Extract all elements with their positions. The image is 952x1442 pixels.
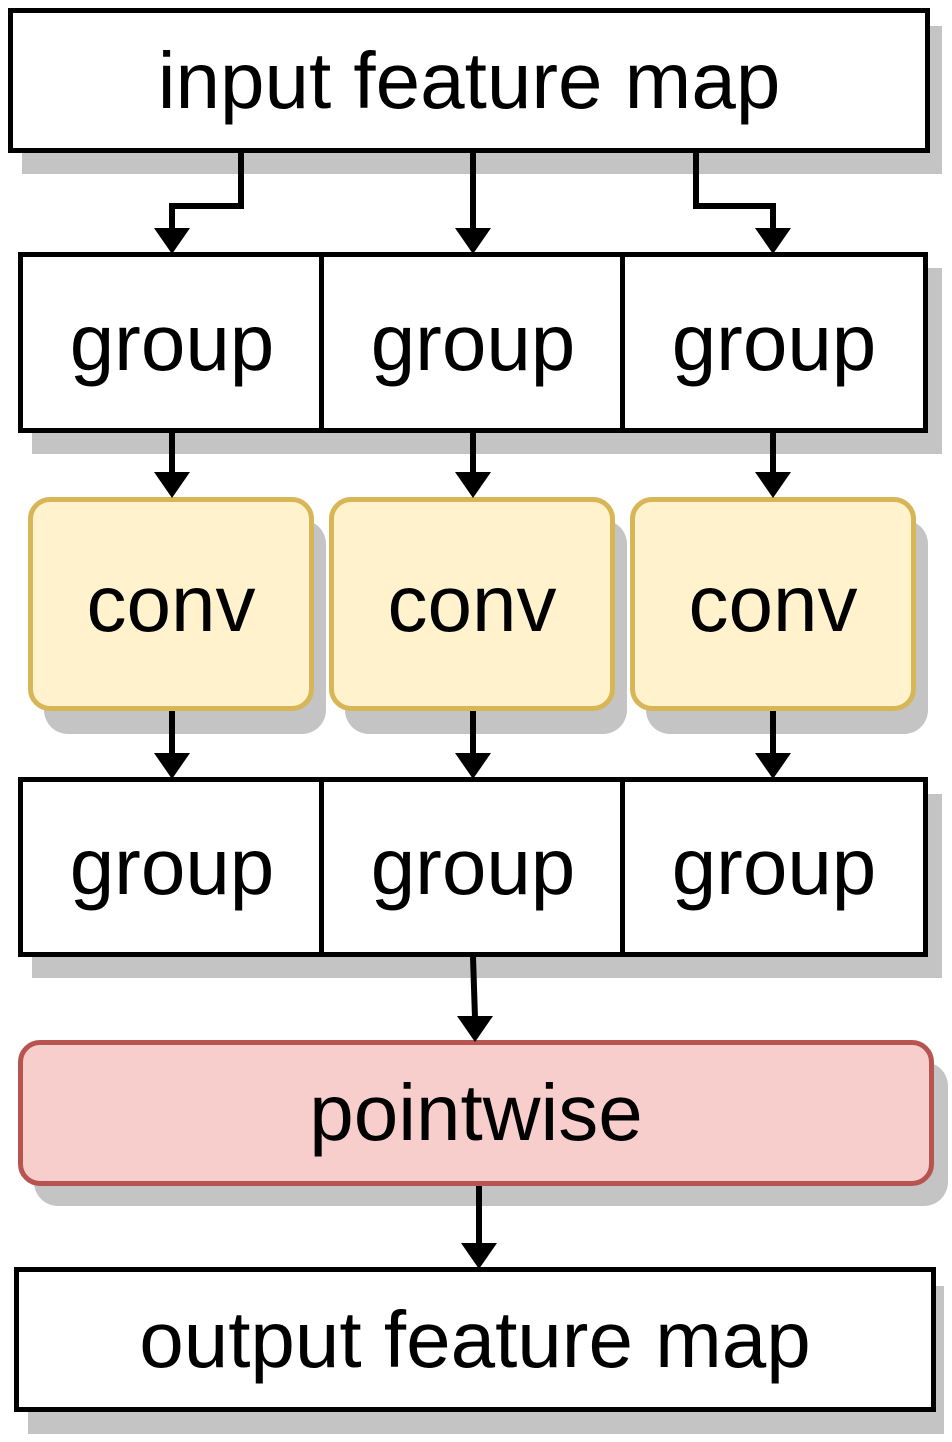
arrow-groups-to-pointwise: [470, 956, 478, 1019]
bottom-group-2: group: [319, 777, 627, 957]
arrow-input-to-group-3: [693, 153, 776, 230]
pointwise-box: pointwise: [18, 1040, 934, 1186]
bottom-group-1-label: group: [69, 822, 275, 911]
top-group-1-label: group: [69, 297, 275, 387]
conv-3-label: conv: [688, 559, 858, 648]
arrowhead-conv-3: [755, 472, 791, 498]
conv-3: conv: [630, 497, 916, 711]
arrowhead-group-2: [455, 228, 491, 254]
conv-2: conv: [329, 497, 615, 711]
input-feature-map-box: input feature map: [8, 8, 930, 153]
arrowhead-pointwise: [457, 1016, 493, 1042]
arrowhead-bottom-group-2: [455, 753, 491, 779]
conv-1: conv: [28, 497, 314, 711]
bottom-group-2-label: group: [370, 822, 576, 911]
top-group-2-label: group: [370, 297, 576, 387]
arrowhead-group-1: [154, 228, 190, 254]
output-feature-map-box: output feature map: [14, 1267, 936, 1412]
bottom-group-3-label: group: [671, 822, 877, 911]
bottom-group-3: group: [620, 777, 928, 957]
arrowhead-conv-2: [455, 472, 491, 498]
conv-2-label: conv: [387, 559, 557, 648]
conv-1-label: conv: [86, 559, 256, 648]
input-feature-map-label: input feature map: [157, 35, 781, 125]
arrowhead-bottom-group-1: [154, 753, 190, 779]
arrowhead-bottom-group-3: [755, 753, 791, 779]
arrowhead-output: [461, 1243, 497, 1269]
top-group-3-label: group: [671, 297, 877, 387]
arrowhead-conv-1: [154, 472, 190, 498]
arrow-input-to-group-1: [169, 153, 244, 230]
top-group-2: group: [319, 252, 627, 433]
top-group-3: group: [620, 252, 928, 433]
top-group-1: group: [18, 252, 326, 433]
arrowhead-group-3: [755, 228, 791, 254]
bottom-group-1: group: [18, 777, 326, 957]
output-feature-map-label: output feature map: [139, 1294, 811, 1384]
pointwise-label: pointwise: [309, 1068, 643, 1157]
